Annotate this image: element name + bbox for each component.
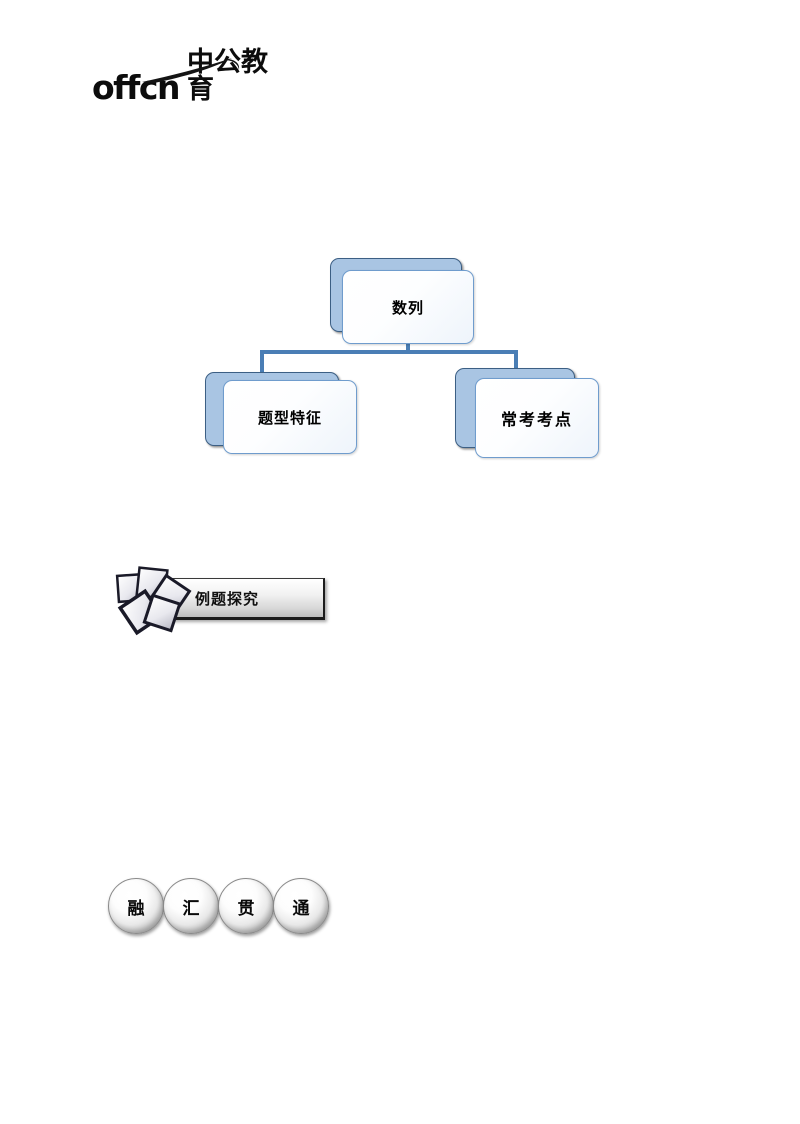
node-label: 常考考点 xyxy=(500,410,573,429)
circle-label: 贯 xyxy=(237,898,255,919)
scattered-squares-icon xyxy=(115,566,192,636)
sequence-tree-diagram: 数列 题型特征 常考考点 xyxy=(0,0,800,520)
keyword-circle[interactable]: 通 xyxy=(273,878,329,934)
connector-horizontal-bar xyxy=(260,350,518,354)
banner-label: 例题探究 xyxy=(195,589,260,608)
connector-right-drop xyxy=(514,350,518,372)
keyword-circle[interactable]: 融 xyxy=(108,878,164,934)
node-label: 数列 xyxy=(391,298,424,317)
tree-node-exam-points[interactable]: 常考考点 xyxy=(455,368,599,458)
circle-label: 通 xyxy=(292,898,310,919)
offcn-logo: offcn 中公教育 xyxy=(92,49,282,106)
tree-node-root[interactable]: 数列 xyxy=(330,258,474,344)
circle-label: 融 xyxy=(127,898,145,919)
node-card: 常考考点 xyxy=(475,378,599,458)
keyword-circle[interactable]: 汇 xyxy=(163,878,219,934)
keyword-circle[interactable]: 贯 xyxy=(218,878,274,934)
node-card: 数列 xyxy=(342,270,474,344)
section-banner: 例题探究 xyxy=(112,565,325,637)
keyword-circle-group: 融 汇 贯 通 xyxy=(108,878,329,934)
tree-node-question-type[interactable]: 题型特征 xyxy=(205,372,357,454)
node-card: 题型特征 xyxy=(223,380,357,454)
connector-left-drop xyxy=(260,350,264,374)
node-label: 题型特征 xyxy=(257,408,322,427)
circle-label: 汇 xyxy=(182,898,200,919)
banner-bar: 例题探究 xyxy=(164,578,325,620)
